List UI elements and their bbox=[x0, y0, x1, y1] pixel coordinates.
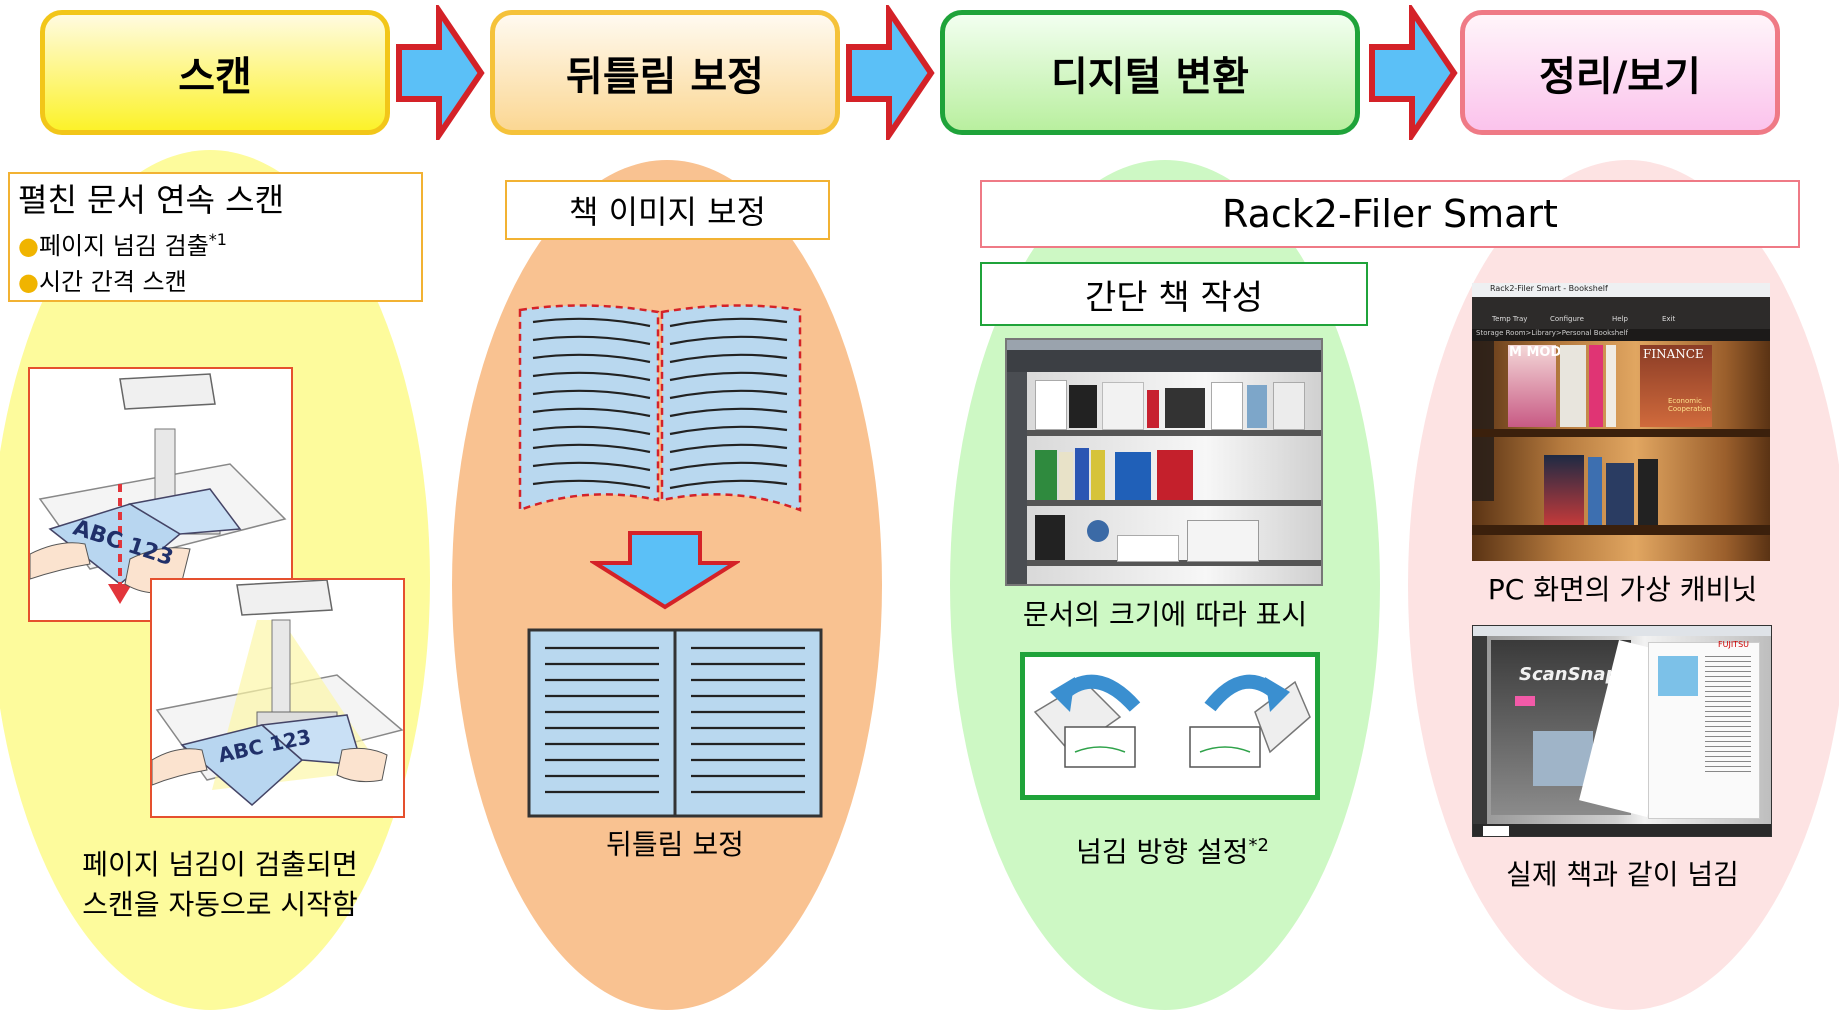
product-title: Rack2-Filer Smart bbox=[1222, 192, 1558, 236]
scanner-illustration-2: ABC 123 bbox=[150, 578, 405, 818]
bullet-text: 페이지 넘김 검출 bbox=[38, 232, 209, 260]
magazine-title: M MODE bbox=[1509, 345, 1571, 360]
bullet-icon: ● bbox=[18, 268, 39, 296]
breadcrumb: Storage Room>Library>Personal Bookshelf bbox=[1472, 329, 1770, 341]
stage-label: 정리/보기 bbox=[1539, 53, 1701, 100]
stage-label: 스캔 bbox=[178, 53, 252, 100]
scan-caption: 페이지 넘김이 검출되면 스캔을 자동으로 시작함 bbox=[20, 845, 420, 925]
easy-book-box: 간단 책 작성 bbox=[980, 262, 1368, 326]
stage-view: 정리/보기 bbox=[1460, 10, 1780, 135]
warped-book-icon bbox=[518, 304, 802, 512]
turn-direction-screenshot bbox=[1020, 652, 1320, 800]
scan-info-box: 펼친 문서 연속 스캔 ●페이지 넘김 검출*1 ●시간 간격 스캔 bbox=[8, 172, 423, 302]
virtual-cabinet-caption: PC 화면의 가상 캐비닛 bbox=[1487, 573, 1758, 606]
easy-book-title: 간단 책 작성 bbox=[1084, 277, 1263, 318]
correction-title-box: 책 이미지 보정 bbox=[505, 180, 830, 240]
footnote-mark: *2 bbox=[1248, 835, 1269, 856]
toolbar-item[interactable]: Temp Tray bbox=[1492, 315, 1528, 323]
flow-arrow-icon bbox=[1369, 5, 1458, 140]
magazine-cover-1[interactable]: M MODE bbox=[1508, 345, 1570, 427]
toolbar-item[interactable]: Exit bbox=[1662, 315, 1676, 323]
scan-title: 펼친 문서 연속 스캔 bbox=[18, 181, 285, 219]
caption-line: 페이지 넘김이 검출되면 bbox=[82, 848, 358, 881]
corrected-book-icon bbox=[527, 628, 823, 818]
magazine-title: FINANCE bbox=[1643, 347, 1704, 361]
viewer-brand: ScanSnap bbox=[1519, 664, 1619, 685]
stage-label: 뒤틀림 보정 bbox=[566, 53, 764, 100]
correction-caption: 뒤틀림 보정 bbox=[606, 828, 744, 861]
flow-arrow-icon bbox=[396, 5, 485, 140]
cabinet-toolbar: Temp Tray Configure Help Exit bbox=[1472, 297, 1770, 329]
product-title-box: Rack2-Filer Smart bbox=[980, 180, 1800, 248]
caption-line: 스캔을 자동으로 시작함 bbox=[82, 888, 358, 921]
toolbar-item[interactable]: Help bbox=[1612, 315, 1628, 323]
breadcrumb-text: Storage Room>Library>Personal Bookshelf bbox=[1476, 329, 1628, 337]
stage-correction: 뒤틀림 보정 bbox=[490, 10, 840, 135]
page-turn-viewer-screenshot: ScanSnap FUJITSU bbox=[1472, 625, 1772, 837]
bullet-icon: ● bbox=[18, 232, 39, 260]
viewer-maker: FUJITSU bbox=[1718, 640, 1749, 649]
page-turn-caption: 실제 책과 같이 넘김 bbox=[1506, 858, 1739, 891]
window-title: Rack2-Filer Smart - Bookshelf bbox=[1490, 284, 1608, 293]
caption-text: 넘김 방향 설정 bbox=[1076, 835, 1249, 869]
magazine-cover-2[interactable]: FINANCE Economic Cooperation bbox=[1640, 345, 1712, 427]
bullet-text: 시간 간격 스캔 bbox=[38, 268, 187, 296]
footnote-mark: *1 bbox=[208, 230, 227, 249]
correction-title: 책 이미지 보정 bbox=[569, 193, 766, 231]
turn-direction-caption: 넘김 방향 설정*2 bbox=[1020, 826, 1325, 872]
toolbar-item[interactable]: Configure bbox=[1550, 315, 1584, 323]
bookshelf-caption: 문서의 크기에 따라 표시 bbox=[1022, 598, 1308, 631]
virtual-cabinet-screenshot: Rack2-Filer Smart - Bookshelf Temp Tray … bbox=[1472, 283, 1770, 561]
down-arrow-icon bbox=[590, 531, 740, 610]
flow-arrow-icon bbox=[846, 5, 935, 140]
bookshelf-screenshot bbox=[1005, 338, 1323, 586]
magazine-subtitle: Economic Cooperation bbox=[1668, 397, 1711, 413]
stage-scan: 스캔 bbox=[40, 10, 390, 135]
stage-label: 디지털 변환 bbox=[1051, 53, 1249, 100]
stage-digital: 디지털 변환 bbox=[940, 10, 1360, 135]
